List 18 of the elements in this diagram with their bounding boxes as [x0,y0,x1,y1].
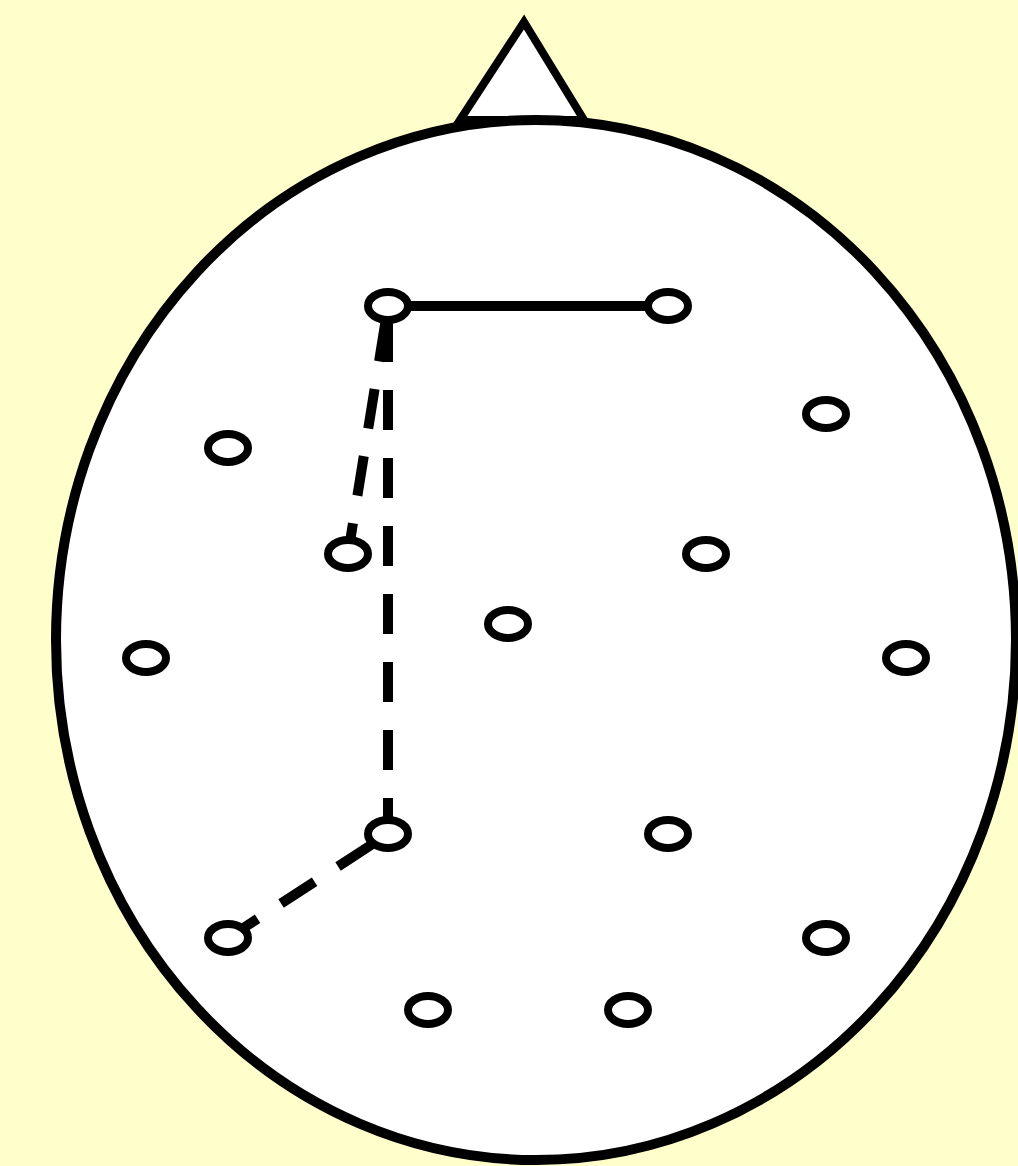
connector-line [410,301,646,311]
electrode-ring [642,814,694,854]
electrode-ring [202,918,254,958]
electrode-ring [322,534,374,574]
electrode-ring [800,918,852,958]
electrode-ring [482,604,534,644]
dashed-connector [241,840,375,932]
electrode-ring [880,638,932,678]
electrode-ring [602,990,654,1030]
electrode-ring [680,534,732,574]
electrode-ring [642,286,694,326]
electrode-ring [402,990,454,1030]
electrode-ring [362,814,414,854]
electrode-ring [800,394,852,434]
electrode-ring [362,286,414,326]
dashed-connector [383,322,393,818]
electrode-ring [202,428,254,468]
electrode-ring [120,638,172,678]
